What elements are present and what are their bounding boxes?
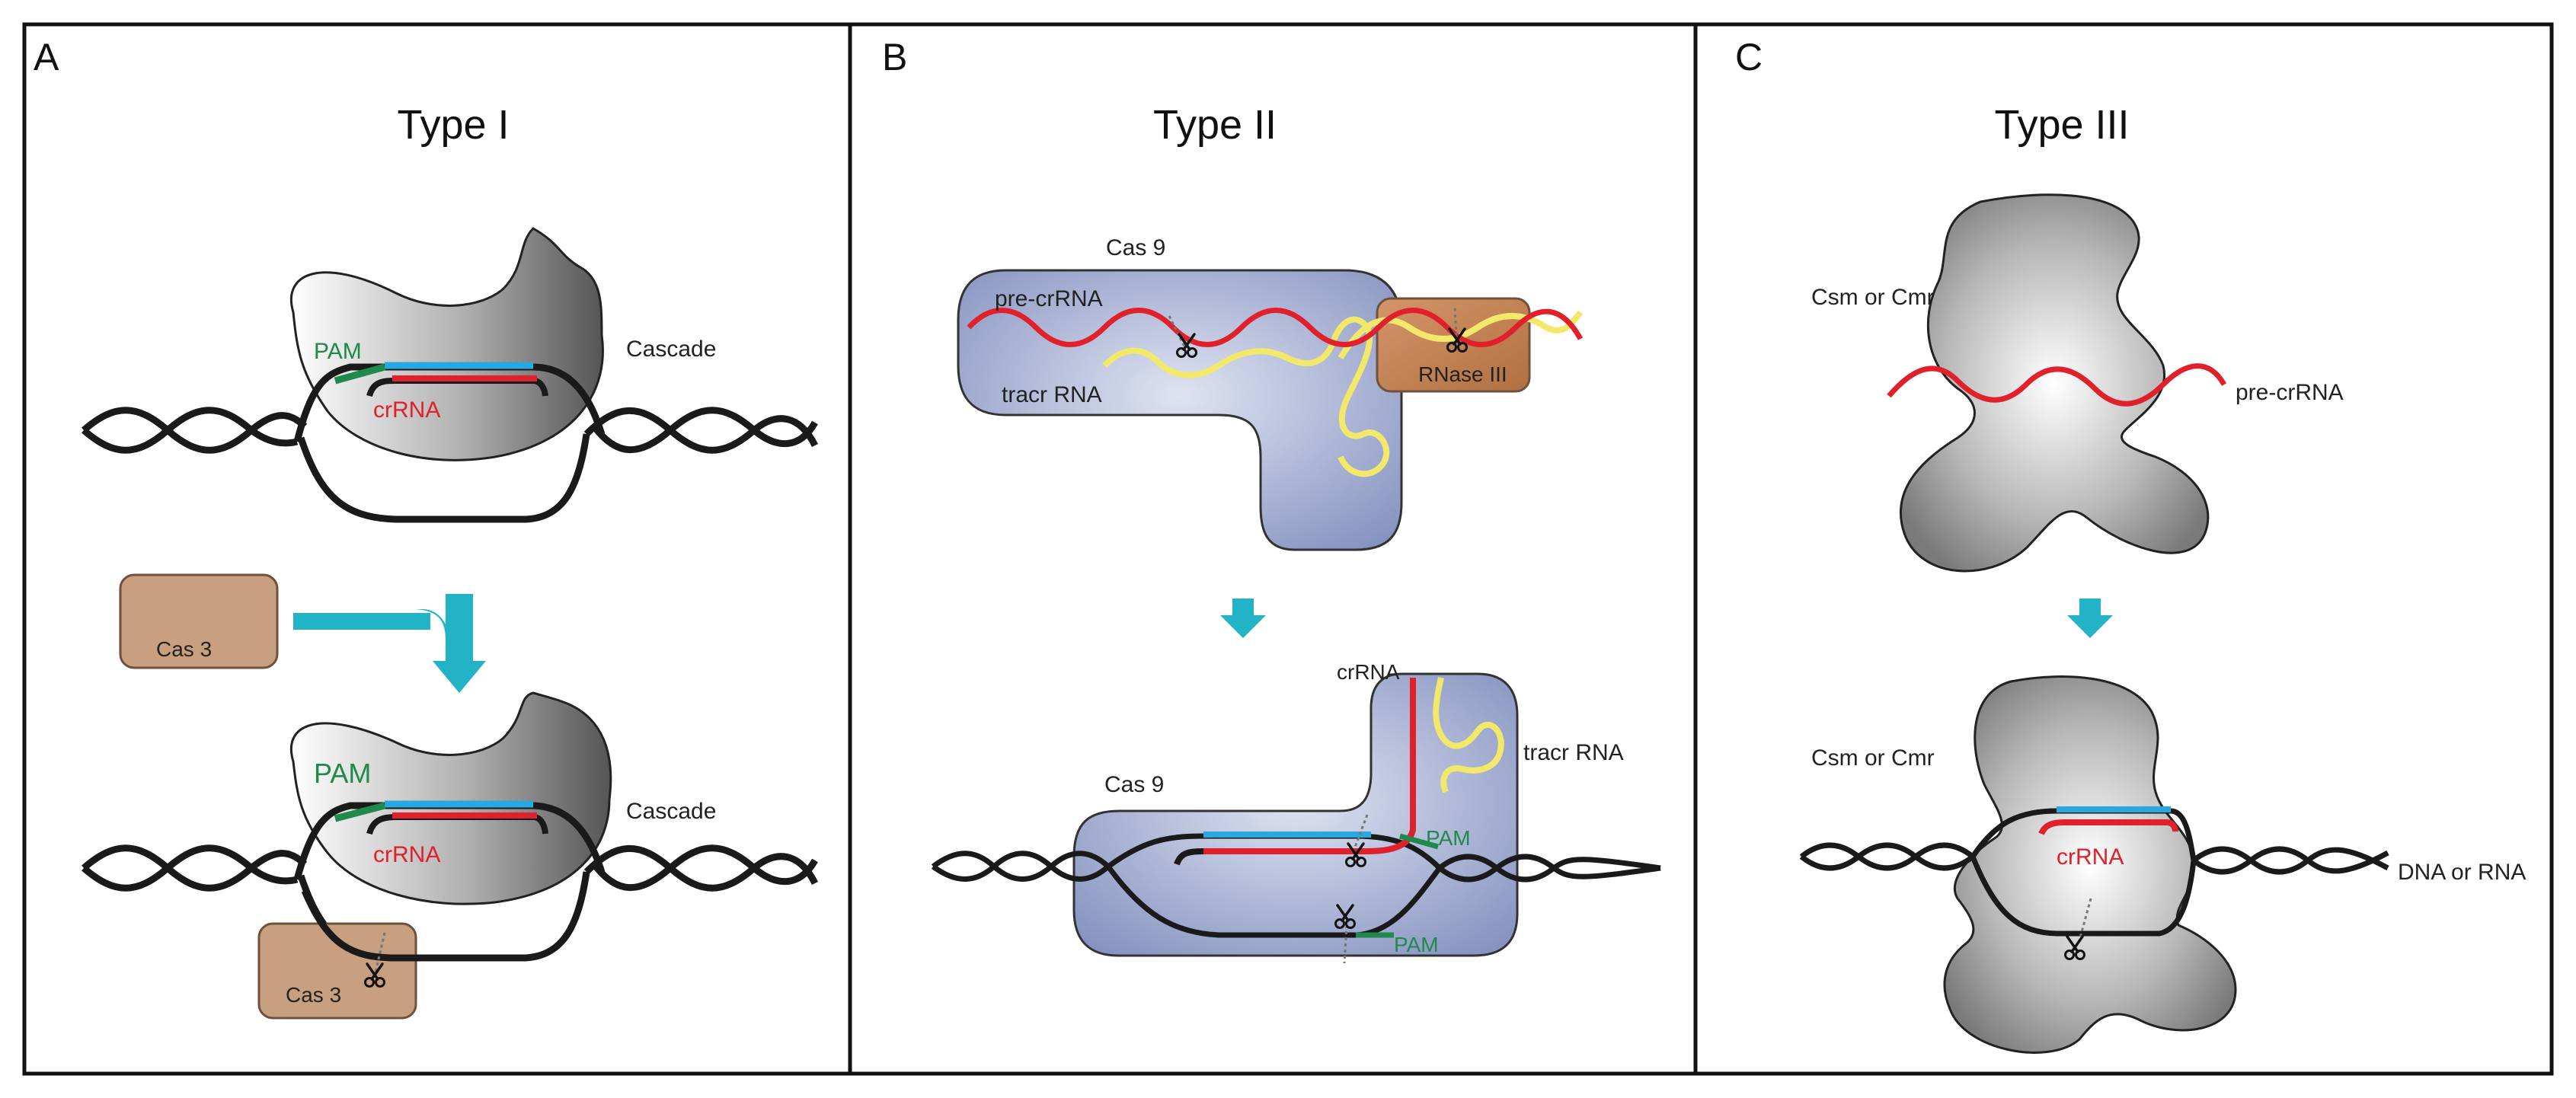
- tracr-rna-bottom: [1433, 677, 1504, 793]
- tracr-rna-top: [1102, 316, 1390, 477]
- cascade-label-bottom: Cascade: [626, 799, 716, 824]
- crrna-b-black: [1174, 848, 1204, 866]
- cas3-box: [119, 573, 279, 669]
- pam-label-b-upper: PAM: [1426, 826, 1471, 850]
- panel-b-title: Type II: [1153, 102, 1277, 148]
- pam-label-top: PAM: [314, 339, 362, 364]
- dna-helix-top-left: [81, 407, 308, 454]
- pam-segment-b-upper: [1399, 833, 1439, 850]
- crrna-label-b: crRNA: [1337, 660, 1400, 684]
- csm-cmr-label-top: Csm or Cmr: [1811, 285, 1935, 310]
- cas9-protein-top: [957, 269, 1403, 551]
- cascade-label-top: Cascade: [626, 337, 716, 362]
- dna-strand-c-lower: [1970, 855, 2197, 937]
- panel-b: B Type II Cas 9 pre-crRNA tracr RNA RNas…: [882, 36, 1661, 964]
- dna-helix-bottom-left: [81, 844, 308, 892]
- dna-helix-top-right: [583, 407, 819, 454]
- cascade-complex-bottom: [289, 691, 612, 905]
- figure-frame: [22, 22, 2554, 1076]
- pre-crrna-c: [1887, 363, 2227, 407]
- recruit-arrow-icon: [293, 594, 486, 693]
- dna-strand-top-displaced: [297, 433, 590, 523]
- down-arrow-icon: [1220, 598, 1266, 638]
- dna-strand-c-target: [1970, 808, 2197, 861]
- pam-segment-bottom: [334, 802, 386, 822]
- pam-segment-top: [334, 363, 386, 385]
- down-arrow-icon: [2067, 598, 2113, 638]
- cascade-complex-top: [289, 227, 604, 461]
- pam-label-bottom: PAM: [314, 758, 371, 789]
- dna-strand-over-cas3: [301, 889, 526, 962]
- dna-helix-b-right: [1437, 854, 1661, 883]
- cas3-bound-label: Cas 3: [286, 983, 341, 1007]
- csm-cmr-complex-top: [1899, 193, 2210, 573]
- panel-c-title: Type III: [1994, 102, 2129, 148]
- panel-c: C Type III Csm or Cmr pre-crRNA Csm or C…: [1735, 36, 2526, 1054]
- panel-a-letter: A: [34, 36, 59, 78]
- crrna-c: [2038, 819, 2178, 835]
- dna-or-rna-label: DNA or RNA: [2398, 860, 2526, 885]
- panel-a-title: Type I: [397, 102, 509, 148]
- crrna-label-bottom: crRNA: [373, 842, 440, 867]
- dna-helix-b-left: [931, 851, 1111, 882]
- crrna-label-top: crRNA: [373, 397, 440, 423]
- panel-b-letter: B: [882, 36, 907, 78]
- pre-crrna-label: pre-crRNA: [995, 286, 1103, 311]
- dna-strand-b-lower: [1106, 864, 1442, 938]
- cas9-protein-bottom: [1072, 672, 1519, 957]
- cas3-box-label: Cas 3: [156, 637, 212, 661]
- csm-cmr-label-bottom: Csm or Cmr: [1811, 745, 1935, 771]
- recruit-arrow-bar: [293, 613, 430, 630]
- crrna-label-c: crRNA: [2057, 844, 2124, 870]
- cas9-label-bottom: Cas 9: [1104, 772, 1164, 797]
- cas3-bound-box: [257, 922, 417, 1020]
- pre-crrna-label-c: pre-crRNA: [2236, 380, 2344, 405]
- rnase-iii-label: RNase III: [1418, 362, 1507, 386]
- pam-label-b-lower: PAM: [1394, 933, 1439, 956]
- cut-site-line-b4: [1343, 924, 1348, 964]
- dna-helix-bottom-right: [583, 844, 819, 892]
- cut-site-line-b3: [1353, 814, 1369, 850]
- cas9-label-top: Cas 9: [1106, 235, 1165, 260]
- tracr-rna-label-top: tracr RNA: [1002, 382, 1102, 407]
- panel-a: A Type I PAM crRNA Cascade Cas 3 PAM crR…: [34, 36, 819, 1020]
- panel-c-letter: C: [1735, 36, 1763, 78]
- cut-site-line-c: [2078, 898, 2092, 941]
- cut-site-line-b2: [1453, 308, 1458, 336]
- cut-site-line-a: [372, 932, 386, 983]
- csm-cmr-complex-bottom: [1943, 675, 2237, 1054]
- tracr-rna-label-bottom: tracr RNA: [1523, 740, 1624, 765]
- dna-helix-c-left: [1799, 842, 1975, 871]
- dna-helix-c-right: [2191, 846, 2389, 875]
- pre-crrna-top: [967, 308, 1584, 347]
